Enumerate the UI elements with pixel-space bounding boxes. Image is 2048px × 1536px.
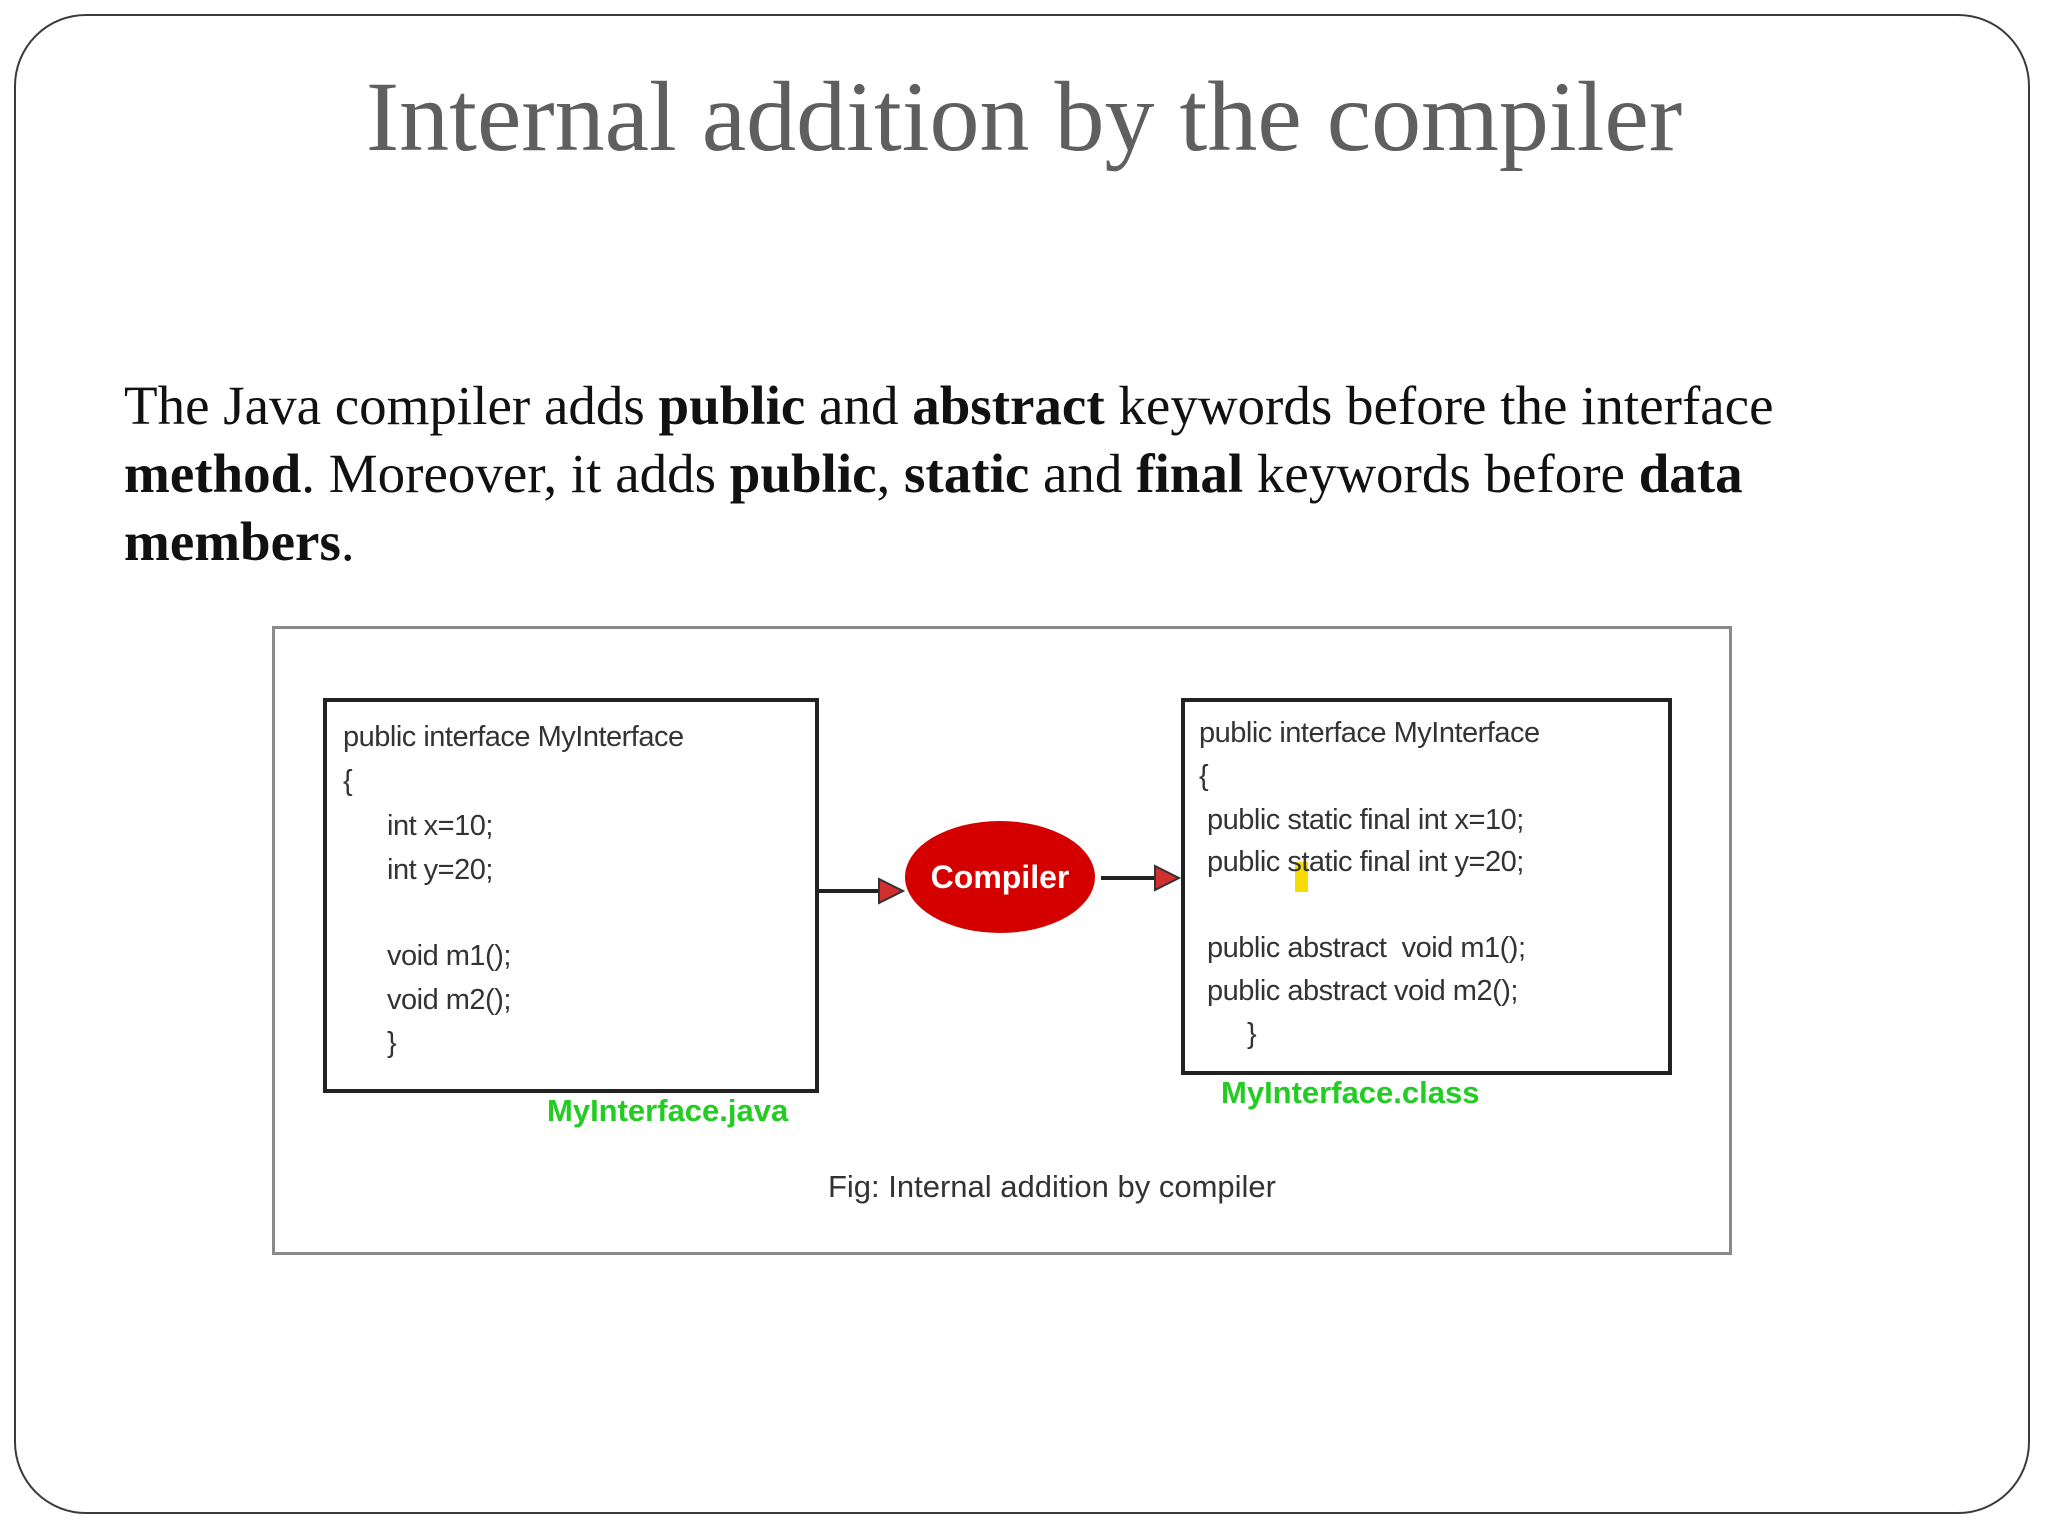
code-line: public static final int y=20; [1207,846,1524,878]
paragraph-bold-final: final [1136,443,1244,504]
slide-title: Internal addition by the compiler [365,61,1683,172]
compiler-label: Compiler [930,858,1070,895]
code-line: public abstract void m2(); [1207,975,1518,1007]
paragraph-bold-abstract: abstract [912,375,1105,436]
paragraph-bold-data-members: data members [124,443,1743,572]
source-file-label: MyInterface.java [547,1093,789,1128]
arrowhead-red-icon [1154,864,1182,892]
code-line: } [387,1027,397,1059]
code-line: int x=10; [387,810,493,842]
paragraph-bold-public: public [658,375,806,436]
code-line: { [343,765,353,797]
paragraph-bold-public: public [729,443,877,504]
paragraph-text: and [805,375,913,436]
paragraph-text: , [876,443,905,504]
code-line: int y=20; [387,854,493,886]
paragraph-text: . [340,511,355,572]
compiled-code-box: public interface MyInterface { public st… [1181,698,1672,1075]
code-line: public interface MyInterface [1199,717,1540,749]
highlight-mark [1295,862,1308,892]
code-line: { [1199,760,1209,792]
compiler-ellipse: Compiler [905,821,1095,933]
paragraph-text: . Moreover, it adds [301,443,730,504]
compiled-file-label: MyInterface.class [1221,1075,1480,1110]
compiler-figure: public interface MyInterface { int x=10;… [272,626,1732,1255]
paragraph-text: and [1029,443,1137,504]
code-line: public abstract void m1(); [1207,932,1526,964]
code-line: public interface MyInterface [343,721,684,753]
source-code-box: public interface MyInterface { int x=10;… [323,698,819,1093]
code-line: void m1(); [387,940,511,972]
slide-paragraph: The Java compiler adds public and abstra… [124,372,1964,576]
code-line: void m2(); [387,984,511,1016]
paragraph-text: The Java compiler adds [124,375,659,436]
code-line: } [1247,1018,1257,1050]
figure-caption: Fig: Internal addition by compiler [827,1169,1276,1204]
paragraph-text: keywords before the interface [1104,375,1774,436]
code-line: public static final int x=10; [1207,804,1524,836]
paragraph-bold-static: static [904,443,1030,504]
paragraph-bold-method: method [124,443,302,504]
paragraph-text: keywords before [1243,443,1639,504]
arrowhead-red-icon [878,877,906,905]
